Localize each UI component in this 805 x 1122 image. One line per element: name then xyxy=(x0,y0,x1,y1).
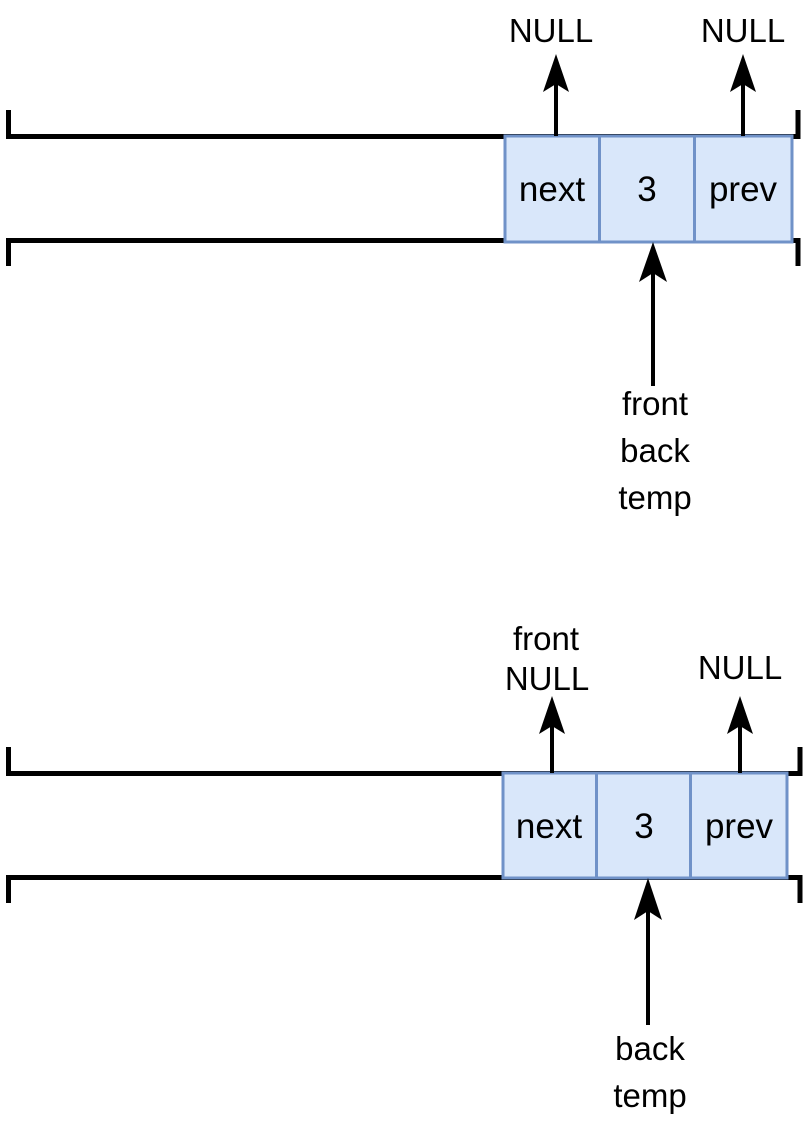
next-null-arrow xyxy=(543,54,569,136)
data-cell-label: 3 xyxy=(637,170,656,209)
prev-null-label: NULL xyxy=(701,12,785,49)
prev-null-arrow xyxy=(727,696,753,773)
front-null-arrow-head xyxy=(539,696,565,734)
next-null-label: NULL xyxy=(509,12,593,49)
data-cell-label: 3 xyxy=(634,807,653,846)
node-pointer-arrow xyxy=(639,242,667,386)
pointer-label-temp: temp xyxy=(618,479,691,516)
prev-cell-label: prev xyxy=(705,807,774,846)
node-pointer-arrow xyxy=(634,878,662,1025)
diagram-top: next 3 prev NULL NULL front back temp xyxy=(6,12,801,516)
node-box xyxy=(503,134,794,244)
top-bracket-lower xyxy=(6,238,801,266)
pointer-label-back: back xyxy=(615,1030,685,1067)
node-pointer-arrow-head xyxy=(634,878,662,920)
pointer-label-back: back xyxy=(620,432,690,469)
prev-null-label: NULL xyxy=(698,649,782,686)
node-box xyxy=(501,771,789,880)
top-bracket-upper xyxy=(6,110,801,139)
bottom-bracket-upper xyxy=(6,747,803,776)
prev-null-arrow xyxy=(730,54,756,136)
next-cell-label: next xyxy=(519,170,585,209)
node-pointer-arrow-head xyxy=(639,242,667,282)
pointer-label-front: front xyxy=(622,385,688,422)
pointer-label-temp: temp xyxy=(613,1077,686,1114)
front-null-label: NULL xyxy=(505,660,589,697)
next-null-arrow-head xyxy=(543,54,569,92)
prev-null-arrow-head xyxy=(730,54,756,92)
next-cell-label: next xyxy=(516,807,582,846)
prev-null-arrow-head xyxy=(727,696,753,734)
front-null-arrow xyxy=(539,696,565,773)
bottom-bracket-lower xyxy=(6,875,803,903)
front-label: front xyxy=(513,620,579,657)
prev-cell-label: prev xyxy=(709,170,778,209)
diagram-bottom: next 3 prev front NULL NULL back temp xyxy=(6,620,803,1114)
